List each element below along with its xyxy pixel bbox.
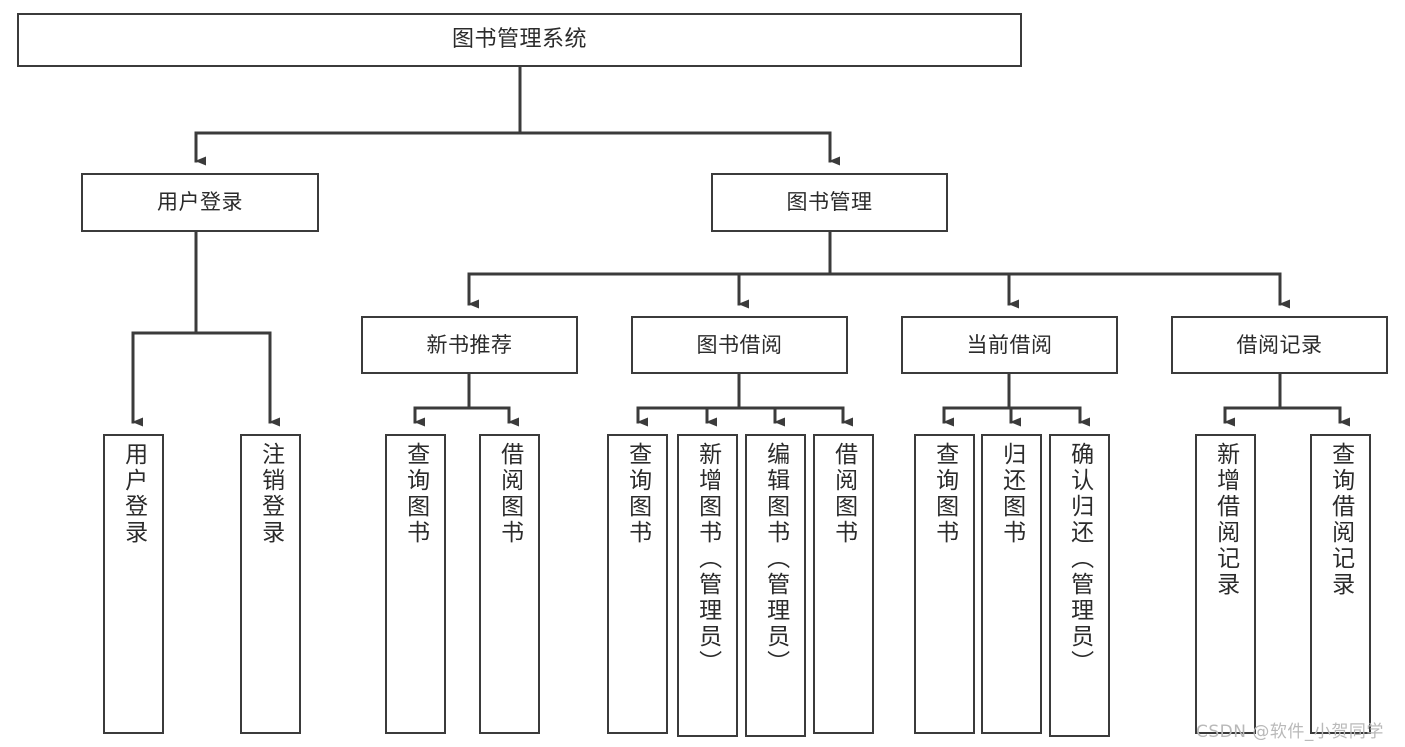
leaf-user-login[interactable]: 用户登录 — [103, 434, 164, 734]
leaf-add-borrow-record-label: 新增借阅记录 — [1212, 442, 1239, 598]
leaf-confirm-return-admin[interactable]: 确认归还（管理员） — [1049, 434, 1110, 737]
node-book-borrow[interactable]: 图书借阅 — [631, 316, 848, 374]
leaf-query-books-new[interactable]: 查询图书 — [385, 434, 446, 734]
leaf-user-login-label: 用户登录 — [120, 442, 147, 546]
node-new-book-recommend[interactable]: 新书推荐 — [361, 316, 578, 374]
leaf-borrow-books-label: 借阅图书 — [830, 442, 857, 546]
leaf-query-borrow-record[interactable]: 查询借阅记录 — [1310, 434, 1371, 734]
leaf-query-books-current-label: 查询图书 — [931, 442, 958, 546]
node-new-book-recommend-label: 新书推荐 — [426, 332, 513, 357]
node-book-borrow-label: 图书借阅 — [696, 332, 783, 357]
node-root[interactable]: 图书管理系统 — [17, 13, 1022, 67]
leaf-borrow-books[interactable]: 借阅图书 — [813, 434, 874, 734]
leaf-edit-book-admin-label: 编辑图书（管理员） — [762, 442, 789, 676]
node-borrow-records[interactable]: 借阅记录 — [1171, 316, 1388, 374]
leaf-borrow-books-new[interactable]: 借阅图书 — [479, 434, 540, 734]
leaf-return-books[interactable]: 归还图书 — [981, 434, 1042, 734]
node-user-login-label: 用户登录 — [157, 190, 243, 215]
leaf-add-borrow-record[interactable]: 新增借阅记录 — [1195, 434, 1256, 734]
leaf-add-book-admin[interactable]: 新增图书（管理员） — [677, 434, 738, 737]
leaf-query-books-current[interactable]: 查询图书 — [914, 434, 975, 734]
node-current-borrow-label: 当前借阅 — [966, 332, 1053, 357]
leaf-edit-book-admin[interactable]: 编辑图书（管理员） — [745, 434, 806, 737]
leaf-query-borrow-record-label: 查询借阅记录 — [1327, 442, 1354, 598]
leaf-logout-label: 注销登录 — [257, 442, 284, 546]
leaf-logout[interactable]: 注销登录 — [240, 434, 301, 734]
leaf-borrow-books-new-label: 借阅图书 — [496, 442, 523, 546]
node-borrow-records-label: 借阅记录 — [1236, 332, 1323, 357]
node-user-login[interactable]: 用户登录 — [81, 173, 319, 232]
leaf-query-books-borrow-label: 查询图书 — [624, 442, 651, 546]
node-book-management[interactable]: 图书管理 — [711, 173, 948, 232]
node-book-management-label: 图书管理 — [786, 190, 873, 215]
node-root-label: 图书管理系统 — [451, 27, 587, 53]
node-current-borrow[interactable]: 当前借阅 — [901, 316, 1118, 374]
leaf-query-books-borrow[interactable]: 查询图书 — [607, 434, 668, 734]
watermark: CSDN @软件_小贺同学 — [1196, 722, 1384, 742]
leaf-return-books-label: 归还图书 — [998, 442, 1025, 546]
leaf-add-book-admin-label: 新增图书（管理员） — [694, 442, 721, 676]
leaf-query-books-new-label: 查询图书 — [402, 442, 429, 546]
leaf-confirm-return-admin-label: 确认归还（管理员） — [1066, 442, 1093, 676]
